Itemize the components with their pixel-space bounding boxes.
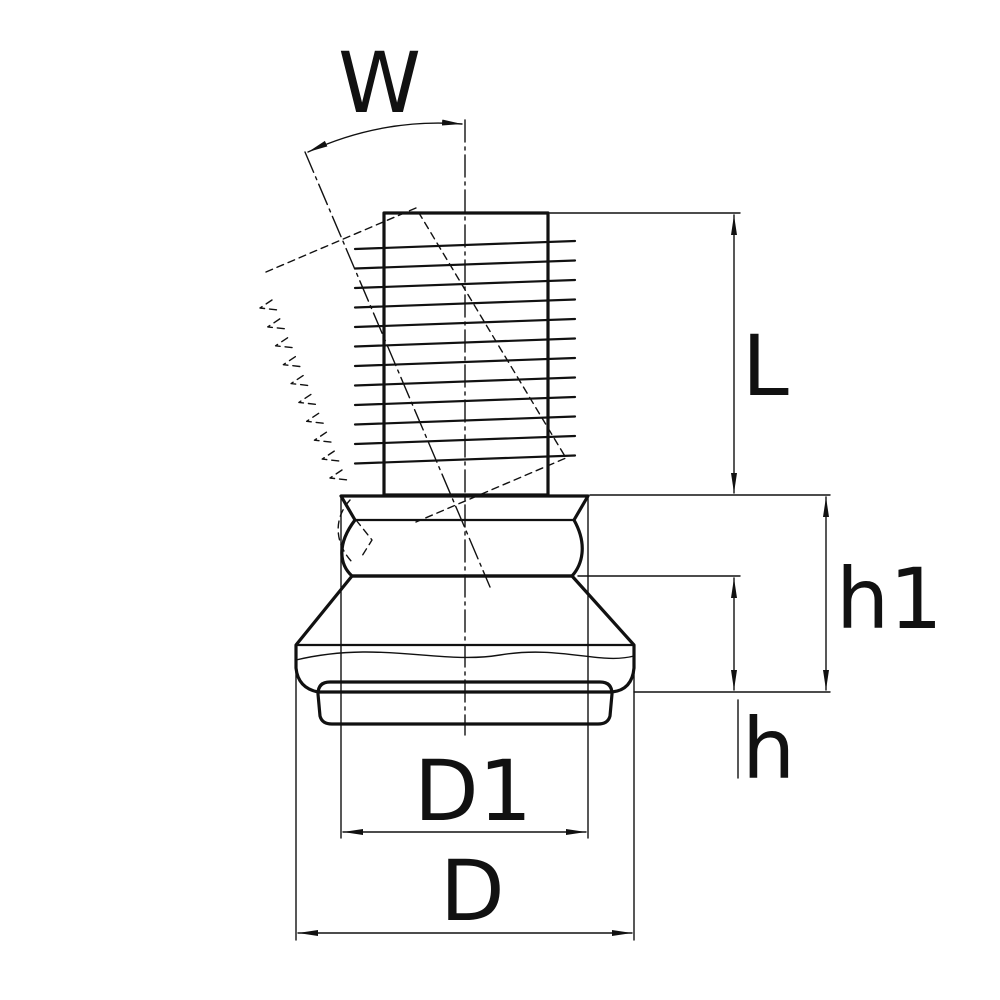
tilted-stud-outline	[259, 207, 567, 523]
tilted-thread-mark	[321, 450, 341, 462]
tilted-thread-mark	[305, 412, 326, 425]
length-dimension: L	[549, 212, 831, 496]
total-height-label: h1	[836, 550, 943, 648]
total-height-dimension: h1	[633, 496, 943, 693]
centre-lines	[304, 119, 491, 736]
inner-diameter-label: D1	[414, 742, 532, 840]
tilted-thread-mark	[313, 431, 334, 443]
tilted-thread-mark	[282, 355, 303, 368]
tilted-thread-mark	[259, 299, 279, 311]
rubber-pad	[316, 680, 614, 726]
base-height-label: h	[742, 700, 795, 798]
length-label: L	[742, 317, 789, 415]
tilted-thread-mark	[267, 318, 287, 330]
angle-label: W	[338, 34, 421, 132]
angle-dimension: W	[307, 34, 463, 153]
outer-diameter-label: D	[440, 842, 505, 940]
thread-line	[353, 454, 577, 465]
tilted-thread-mark	[290, 374, 310, 387]
tilted-thread-mark	[298, 393, 318, 406]
outer-diameter-dimension: D	[295, 659, 635, 941]
inner-diameter-dimension: D1	[340, 495, 589, 840]
ball-joint	[337, 494, 590, 578]
thread-line	[353, 278, 577, 290]
tilted-thread-mark	[329, 469, 349, 481]
thread-line	[353, 356, 577, 368]
base-height-dimension: h	[577, 575, 795, 798]
tilted-thread-mark	[274, 337, 295, 349]
